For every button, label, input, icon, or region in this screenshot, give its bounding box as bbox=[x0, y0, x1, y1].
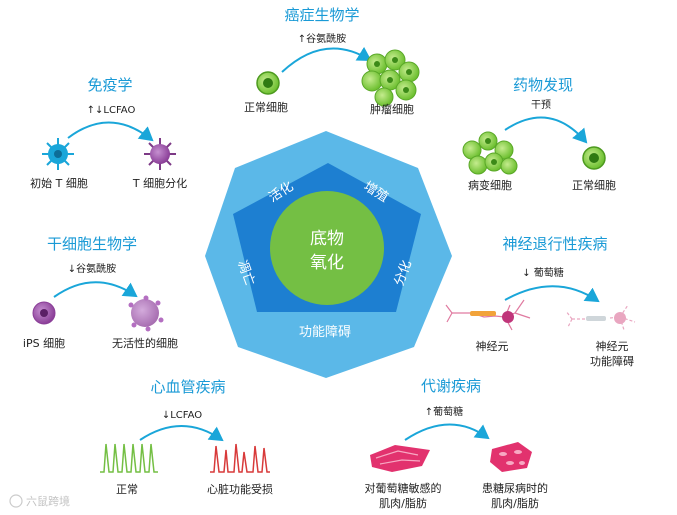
section-metabolic: 代谢疾病 ↑葡萄糖 对葡萄糖敏感的 肌肉/脂肪 患糖尿病时的 肌肉/脂肪 bbox=[365, 377, 549, 510]
normal-ecg-icon bbox=[100, 443, 158, 473]
inactive-cell-icon bbox=[128, 295, 164, 332]
naive-t-cell-icon bbox=[42, 138, 74, 170]
immunity-to-label: T 细胞分化 bbox=[132, 176, 187, 190]
cardio-modifier: ↓LCFAO bbox=[162, 410, 202, 421]
stem-modifier: ↓谷氨酰胺 bbox=[68, 262, 116, 275]
section-neurodegenerative: 神经退行性疾病 ↓ 葡萄糖 神经元 神经元 功能障碍 bbox=[445, 235, 636, 368]
stem-from-label: iPS 细胞 bbox=[23, 337, 65, 350]
section-drug-discovery: 药物发现 干预 病变细胞 正常细胞 bbox=[462, 76, 616, 192]
core-circle bbox=[270, 191, 384, 305]
core-label-line1: 底物 bbox=[310, 229, 344, 249]
metabolic-from-label-line1: 对葡萄糖敏感的 bbox=[365, 481, 442, 495]
diabetic-muscle-icon bbox=[490, 442, 532, 472]
immunity-title: 免疫学 bbox=[87, 76, 132, 94]
drug-from-label: 病变细胞 bbox=[468, 178, 512, 192]
core-label-line2: 氧化 bbox=[310, 253, 344, 273]
watermark: 六鼠跨境 bbox=[9, 494, 70, 508]
diseased-cells-icon bbox=[462, 131, 518, 175]
cancer-to-label: 肿瘤细胞 bbox=[370, 102, 414, 116]
drug-to-label: 正常细胞 bbox=[572, 179, 616, 192]
watermark-logo-icon bbox=[9, 494, 23, 508]
drug-title: 药物发现 bbox=[513, 76, 573, 94]
cancer-from-label: 正常细胞 bbox=[244, 101, 288, 114]
section-cardiovascular: 心血管疾病 ↓LCFAO 正常 心脏功能受损 bbox=[100, 378, 273, 496]
section-immunology: 免疫学 ↑↓LCFAO 初始 T 细胞 T 细胞分化 bbox=[30, 76, 187, 190]
neuro-from-label: 神经元 bbox=[476, 339, 509, 353]
immunity-from-label: 初始 T 细胞 bbox=[30, 176, 88, 190]
section-cancer-biology: 癌症生物学 ↑谷氨酰胺 正常细胞 肿瘤细胞 bbox=[244, 6, 420, 116]
central-diagram: 底物 氧化 活化 增殖 分化 凋亡 功能障碍 bbox=[205, 131, 452, 378]
cardio-from-label: 正常 bbox=[116, 483, 138, 496]
neuro-arrow bbox=[504, 285, 600, 303]
dysfunctional-neuron-icon bbox=[565, 304, 636, 331]
neuro-to-label-line2: 功能障碍 bbox=[590, 354, 634, 368]
metabolic-from-label-line2: 肌肉/脂肪 bbox=[379, 496, 427, 510]
immunity-modifier: ↑↓LCFAO bbox=[87, 105, 136, 116]
section-stem-cell: 干细胞生物学 ↓谷氨酰胺 iPS 细胞 无活性的细胞 bbox=[23, 235, 178, 350]
healthy-cell-icon bbox=[582, 146, 606, 170]
drug-arrow bbox=[504, 116, 588, 144]
neuro-modifier: ↓ 葡萄糖 bbox=[522, 266, 564, 279]
stem-to-label: 无活性的细胞 bbox=[112, 336, 178, 350]
drug-modifier: 干预 bbox=[531, 99, 551, 111]
cancer-title: 癌症生物学 bbox=[284, 6, 359, 24]
metabolic-arrow bbox=[404, 423, 490, 441]
watermark-text: 六鼠跨境 bbox=[26, 494, 70, 508]
ring-label-dysfunction: 功能障碍 bbox=[299, 325, 351, 340]
metabolic-to-label-line1: 患糖尿病时的 bbox=[482, 481, 548, 495]
ips-cell-icon bbox=[32, 301, 56, 325]
sensitive-muscle-icon bbox=[370, 445, 430, 472]
impaired-ecg-icon bbox=[210, 443, 270, 473]
stem-arrow bbox=[53, 281, 138, 298]
metabolic-modifier: ↑葡萄糖 bbox=[425, 405, 463, 418]
metabolic-to-label-line2: 肌肉/脂肪 bbox=[491, 496, 539, 510]
cardio-to-label: 心脏功能受损 bbox=[207, 482, 273, 496]
stem-title: 干细胞生物学 bbox=[47, 235, 137, 253]
cancer-arrow bbox=[281, 46, 372, 73]
immunity-arrow bbox=[67, 121, 154, 142]
neuro-to-label-line1: 神经元 bbox=[596, 339, 629, 353]
metabolic-title: 代谢疾病 bbox=[421, 377, 481, 395]
cardio-arrow bbox=[139, 425, 224, 442]
neuron-icon bbox=[445, 299, 531, 331]
normal-cell-icon bbox=[256, 71, 280, 95]
tumor-cells-icon bbox=[361, 49, 420, 107]
cancer-modifier: ↑谷氨酰胺 bbox=[298, 32, 346, 45]
neuro-title: 神经退行性疾病 bbox=[502, 235, 607, 253]
differentiated-t-cell-icon bbox=[144, 138, 176, 170]
cardio-title: 心血管疾病 bbox=[150, 378, 225, 396]
